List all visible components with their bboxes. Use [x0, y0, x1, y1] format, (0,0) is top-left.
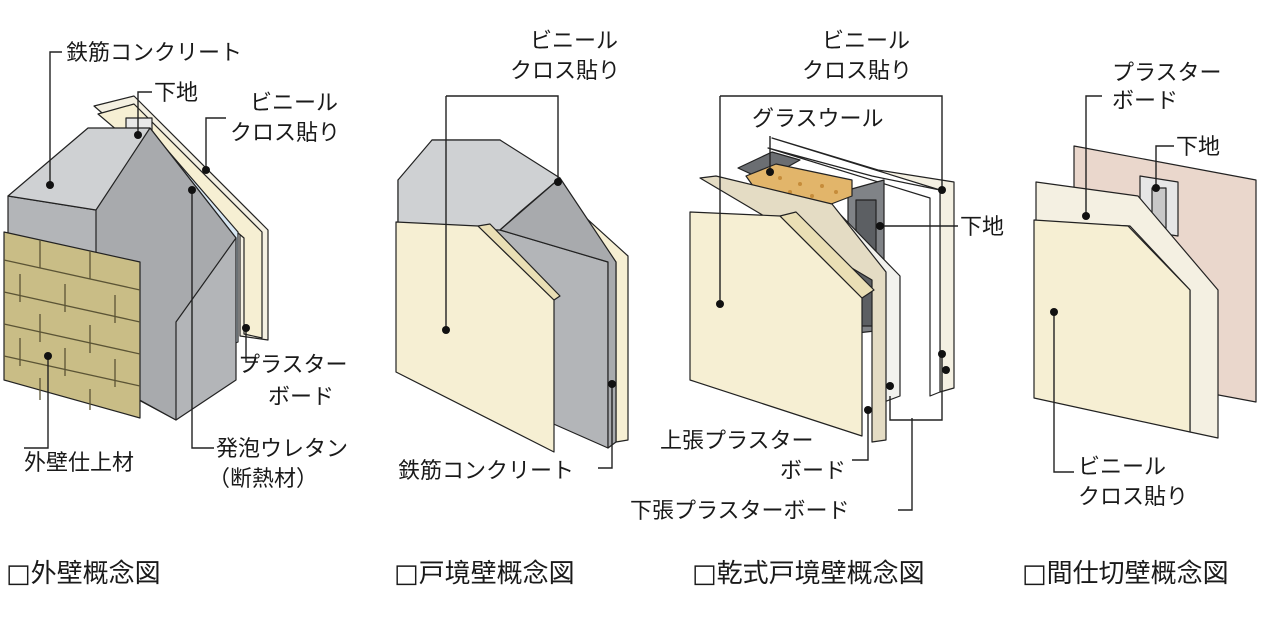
glass-wool-texture — [778, 176, 838, 198]
exterior-wall-diagram: 鉄筋コンクリート 下地 ビニール クロス貼り プラスター ボード 外壁仕上材 発… — [3, 41, 348, 589]
upper-plaster-label-line1: 上張プラスター — [660, 429, 814, 454]
plaster-label-line1: プラスター — [1112, 61, 1222, 86]
concrete-label: 鉄筋コンクリート — [66, 41, 242, 66]
back-board-inner — [767, 147, 941, 397]
vinyl-label-line2: クロス貼り — [230, 121, 340, 146]
plaster-label-line1: プラスター — [238, 353, 348, 378]
finish-label: 外壁仕上材 — [24, 451, 134, 476]
vinyl-label-line2: クロス貼り — [510, 59, 620, 84]
vinyl-label-line1: ビニール — [1078, 455, 1166, 480]
urethane-label-line2: （断熱材） — [208, 467, 318, 492]
upper-plaster-board — [689, 211, 863, 437]
plaster-label-line2: ボード — [1112, 89, 1178, 114]
partition-wall-diagram: プラスター ボード 下地 ビニール クロス貼り □間仕切壁概念図 — [1022, 61, 1257, 589]
lower-plaster-label: 下張プラスターボード — [630, 499, 850, 524]
front-vinyl-board — [1033, 219, 1191, 433]
vinyl-label-line2: クロス貼り — [802, 59, 912, 84]
glasswool-label: グラスウール — [752, 107, 884, 132]
front-plaster-board — [395, 221, 555, 453]
urethane-label-line1: 発泡ウレタン — [216, 437, 348, 462]
vinyl-label-line1: ビニール — [250, 91, 338, 116]
unit-boundary-wall-caption: □戸境壁概念図 — [394, 559, 575, 589]
lower-plaster-board — [699, 175, 887, 443]
concrete-label: 鉄筋コンクリート — [398, 459, 574, 484]
upper-plaster-label-line2: ボード — [780, 459, 846, 484]
exterior-wall-caption: □外壁概念図 — [6, 559, 161, 589]
exterior-finish-bricks — [3, 231, 141, 419]
base-label: 下地 — [154, 81, 198, 106]
partition-wall-caption: □間仕切壁概念図 — [1022, 559, 1229, 589]
base-label: 下地 — [1176, 135, 1220, 160]
unit-boundary-wall-diagram: ビニール クロス貼り 鉄筋コンクリート □戸境壁概念図 — [394, 29, 629, 589]
vinyl-label-line1: ビニール — [530, 29, 618, 54]
base-label: 下地 — [960, 215, 1004, 240]
dry-unit-boundary-wall-diagram: ビニール クロス貼り グラスウール 下地 上張プラスター ボード 下張プラスター… — [630, 29, 1004, 589]
plaster-label-line2: ボード — [268, 385, 334, 410]
vinyl-label-line2: クロス貼り — [1078, 485, 1188, 510]
concrete-bevel — [499, 177, 617, 449]
vinyl-label-line1: ビニール — [822, 29, 910, 54]
dry-unit-boundary-wall-caption: □乾式戸境壁概念図 — [692, 559, 925, 589]
